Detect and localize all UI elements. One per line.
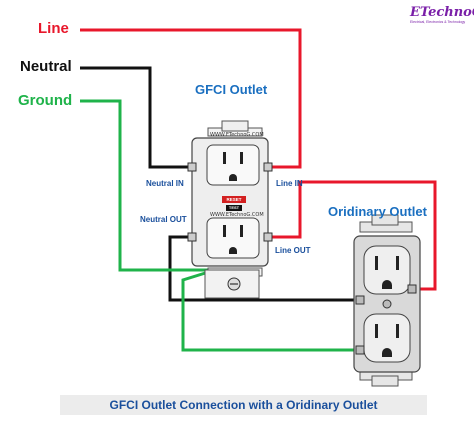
line-out-label: Line OUT (275, 246, 311, 255)
reset-button: RESET (222, 196, 246, 203)
gfci-outlet-heading: GFCI Outlet (195, 82, 268, 97)
diagram-caption: GFCI Outlet Connection with a Oridinary … (60, 395, 427, 415)
etechnog-logo: ETechnoG Electrical, Electronics & Techn… (410, 5, 474, 36)
watermark-middle: WWW.ETechnoG.COM (210, 212, 264, 218)
logo-brand: ETechnoG (410, 5, 474, 20)
gfci-outlet (187, 120, 273, 299)
logo-tagline: Electrical, Electronics & Technology (410, 20, 466, 24)
neutral-label: Neutral (20, 58, 72, 75)
line-wire (80, 28, 437, 291)
ordinary-outlet-heading: Oridinary Outlet (328, 204, 427, 219)
test-button: TEST (226, 205, 242, 211)
line-label: Line (38, 20, 69, 37)
line-in-label: Line IN (276, 179, 303, 188)
ground-label: Ground (18, 92, 73, 109)
neutral-out-label: Neutral OUT (140, 215, 187, 224)
neutral-in-label: Neutral IN (146, 179, 184, 188)
ground-wire (80, 99, 360, 352)
watermark-top: WWW.ETechnoG.COM (210, 132, 264, 138)
ordinary-outlet (353, 214, 421, 387)
